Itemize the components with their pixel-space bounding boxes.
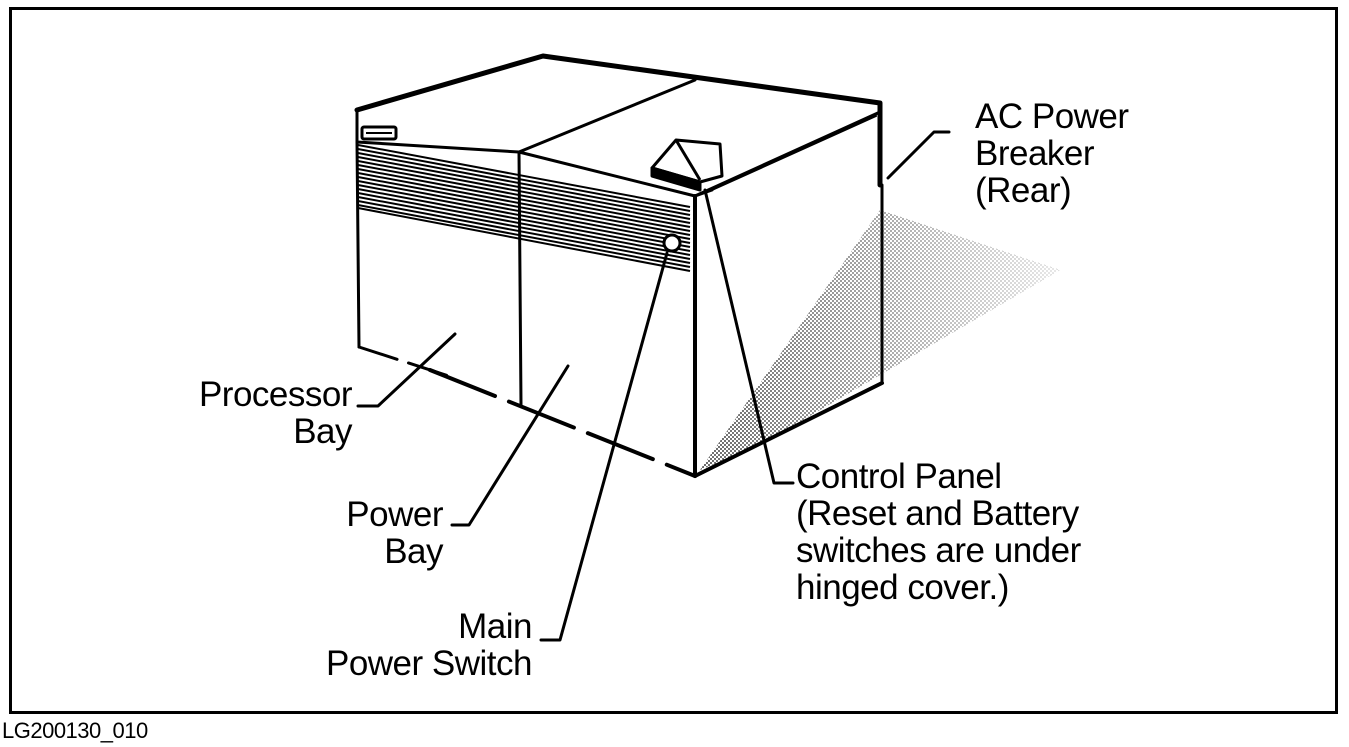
leader-main-power-switch [539, 251, 669, 642]
processor-bay-line-1: Processor [198, 375, 353, 414]
ac-power-breaker-line-3: (Rear) [975, 171, 1072, 210]
cabinet-top [354, 53, 883, 198]
power-bay-line-1: Power [346, 495, 443, 534]
front-louvers [357, 144, 691, 272]
power-bay-label: Power Bay [330, 496, 443, 570]
main-power-switch-icon [662, 233, 682, 253]
logo-badge [360, 125, 398, 141]
ac-power-breaker-line-1: AC Power [975, 97, 1129, 136]
cabinet-front [355, 140, 884, 478]
floor-shadow [700, 210, 1060, 470]
ac-power-breaker-line-2: Breaker [975, 134, 1095, 173]
control-panel-line-2: (Reset and Battery [796, 494, 1079, 533]
ac-power-breaker-label: AC Power Breaker (Rear) [975, 98, 1129, 209]
processor-bay-label: Processor Bay [180, 375, 353, 451]
main-power-switch-line-1: Main [458, 607, 532, 646]
leader-power-bay [450, 364, 570, 527]
leader-control-panel [703, 188, 795, 485]
figure-border [9, 7, 1338, 714]
control-panel-line-3: switches are under [796, 531, 1081, 570]
main-power-switch-label: Main Power Switch [300, 607, 533, 683]
control-panel-line-4: hinged cover.) [796, 568, 1009, 607]
leader-processor-bay [356, 332, 457, 408]
leader-lines [356, 130, 951, 642]
figure-id: LG200130_010 [2, 718, 148, 743]
leader-ac-power-breaker [886, 130, 951, 180]
power-bay-line-2: Bay [384, 532, 443, 571]
main-power-switch-line-2: Power Switch [325, 644, 533, 683]
control-panel-label: Control Panel (Reset and Battery switche… [796, 458, 1081, 606]
processor-bay-line-2: Bay [293, 412, 352, 451]
control-panel-line-1: Control Panel [796, 457, 1002, 496]
control-panel-cover [650, 138, 724, 192]
